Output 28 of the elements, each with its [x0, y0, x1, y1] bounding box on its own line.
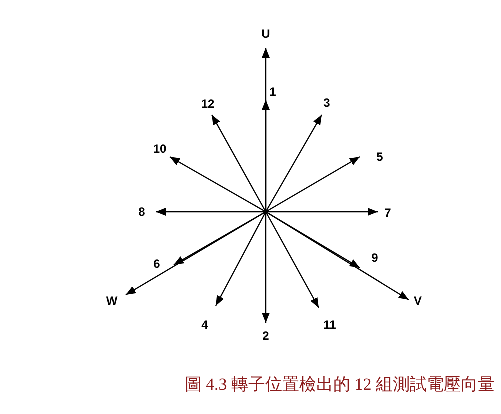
arrow	[266, 156, 360, 213]
arrow	[262, 212, 270, 323]
arrow	[265, 114, 323, 212]
arrow	[265, 212, 320, 308]
vector-label: U	[262, 28, 270, 40]
vector-label: 9	[372, 252, 378, 264]
arrow	[215, 212, 267, 306]
arrow	[266, 211, 410, 301]
vector-label: 7	[384, 207, 392, 219]
vector-label: 4	[202, 319, 208, 331]
vector-label: 11	[324, 319, 336, 331]
arrow	[156, 208, 266, 216]
vector-label: 2	[262, 330, 270, 342]
vector-label: W	[106, 295, 118, 307]
vector-label: 8	[138, 206, 146, 218]
vector-label: 3	[324, 97, 330, 109]
arrow	[126, 211, 266, 296]
vector-label: 12	[201, 98, 215, 110]
arrow	[170, 156, 266, 213]
vector-label: 6	[154, 258, 160, 270]
vector-label: V	[414, 295, 422, 307]
vector-label: 1	[270, 86, 276, 98]
arrow	[262, 100, 270, 212]
figure-caption: 圖 4.3 轉子位置檢出的 12 組測試電壓向量	[184, 374, 495, 396]
arrow	[266, 208, 378, 216]
vector-label: 10	[153, 143, 167, 155]
vector-label: 5	[376, 151, 384, 163]
arrow	[211, 114, 267, 212]
